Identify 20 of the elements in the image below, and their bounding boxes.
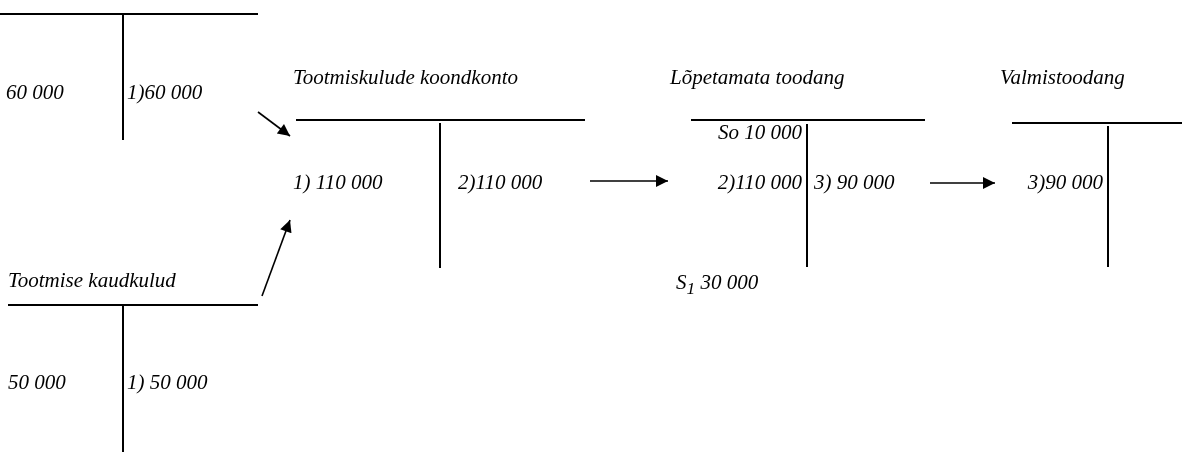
account-entry: 2)110 000 xyxy=(717,170,802,195)
account-entry: 50 000 xyxy=(8,370,66,395)
account-entry: 1)60 000 xyxy=(127,80,203,105)
account-entry: 2)110 000 xyxy=(458,170,543,195)
arrow xyxy=(261,219,292,297)
account-title: Tootmise kaudkulud xyxy=(8,268,176,293)
account-entry: 1) 50 000 xyxy=(127,370,208,395)
account-entry: 60 000 xyxy=(6,80,64,105)
account-entry: 1) 110 000 xyxy=(293,170,383,195)
account-entry: S$_{1}$ 30 000 xyxy=(676,270,759,299)
account-title: Valmistoodang xyxy=(1000,65,1125,90)
account-entry: 3) 90 000 xyxy=(814,170,895,195)
arrow xyxy=(589,175,669,187)
arrow xyxy=(929,177,996,189)
account-entry: 3)90 000 xyxy=(1027,170,1103,195)
arrow xyxy=(257,111,291,137)
account-title: Lõpetamata toodang xyxy=(670,65,845,90)
account-title: Tootmiskulude koondkonto xyxy=(293,65,518,90)
account-entry: So 10 000 xyxy=(718,120,802,145)
t-account xyxy=(0,10,258,142)
